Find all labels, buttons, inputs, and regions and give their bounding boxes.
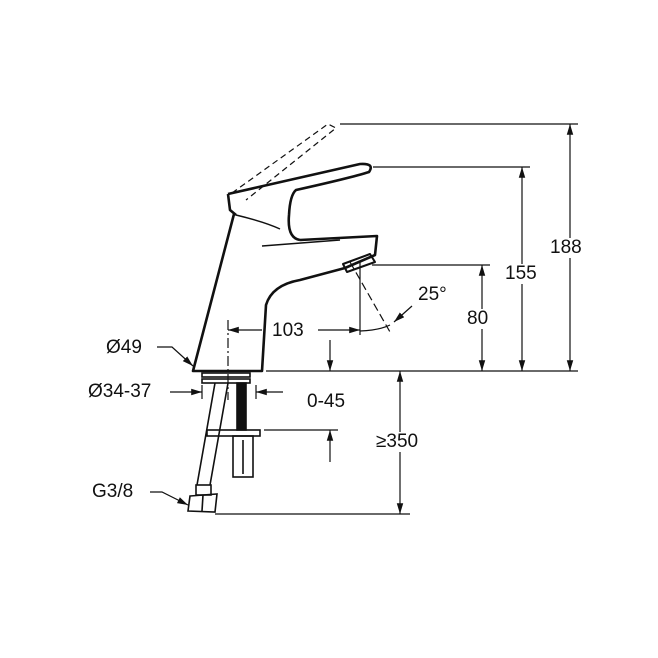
raised-lever [231, 123, 338, 201]
leader-49 [157, 346, 194, 367]
dim-label-155: 155 [505, 263, 537, 284]
dim-label-base-diameter: Ø49 [106, 337, 142, 358]
angle-arc [359, 324, 391, 332]
dim-label-hose: ≥350 [376, 431, 419, 452]
leader-g38 [150, 491, 189, 506]
mounting-parts [187, 372, 261, 513]
dim-label-connection: G3/8 [92, 481, 134, 502]
dim-label-80: 80 [467, 308, 489, 329]
dim-label-103: 103 [272, 320, 304, 341]
dim-label-hole-diameter: Ø34-37 [88, 381, 152, 402]
faucet-body [191, 162, 379, 373]
spout-angle-line [349, 261, 391, 333]
dim-label-188: 188 [550, 237, 582, 258]
dim-label-angle: 25° [418, 284, 447, 305]
dim-label-deck: 0-45 [307, 391, 346, 412]
